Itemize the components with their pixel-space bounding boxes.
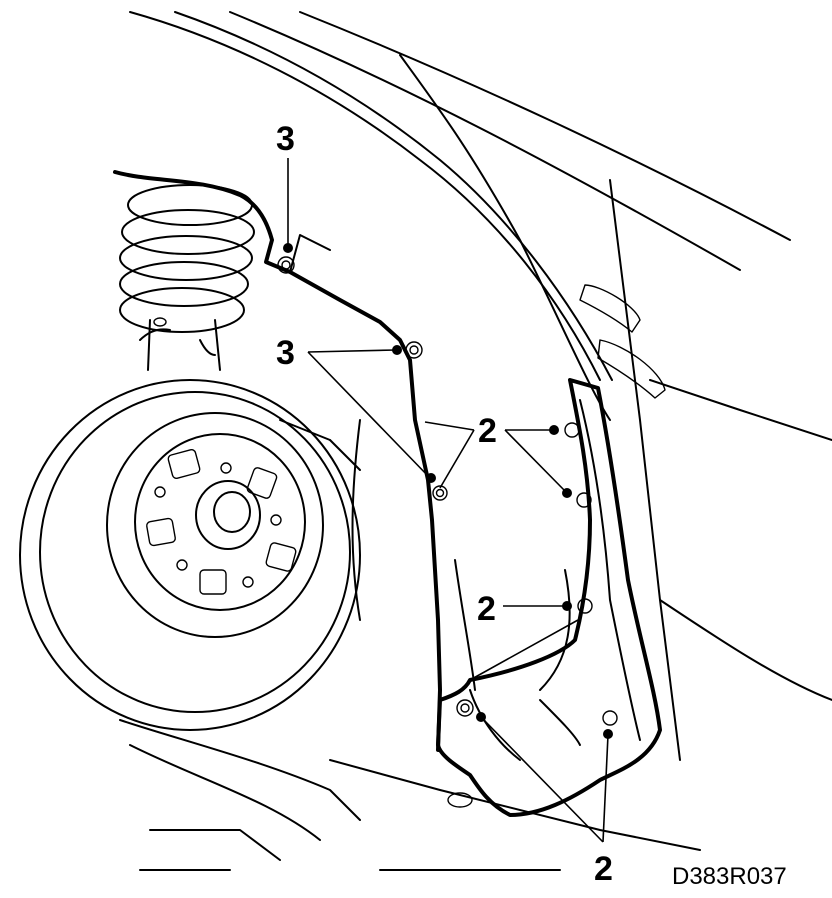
mudguard [436, 378, 662, 817]
clip [602, 710, 618, 726]
callout-3-left: 3 [276, 334, 295, 372]
clip [576, 492, 592, 508]
screw [405, 341, 423, 359]
vehicle-body-outline [129, 11, 832, 761]
screw [460, 703, 470, 713]
screw [409, 345, 419, 355]
callout-2-middle: 2 [477, 590, 496, 628]
screw [277, 256, 295, 274]
figure-id: D383R037 [672, 863, 787, 890]
screw [456, 699, 474, 717]
screw [432, 485, 448, 501]
brake-disc-hub [19, 379, 361, 731]
clip [577, 598, 593, 614]
screw [281, 260, 291, 270]
callout-2-upper: 2 [478, 412, 497, 450]
screw [435, 488, 445, 498]
leader-lines [283, 158, 613, 843]
fasteners [277, 256, 618, 726]
coil-spring-strut [119, 184, 255, 371]
fender-liner-edge [113, 170, 442, 752]
callout-3-top: 3 [276, 120, 295, 158]
lower-body-panels [119, 419, 701, 871]
callout-2-bottom: 2 [594, 850, 613, 888]
clip [564, 422, 580, 438]
